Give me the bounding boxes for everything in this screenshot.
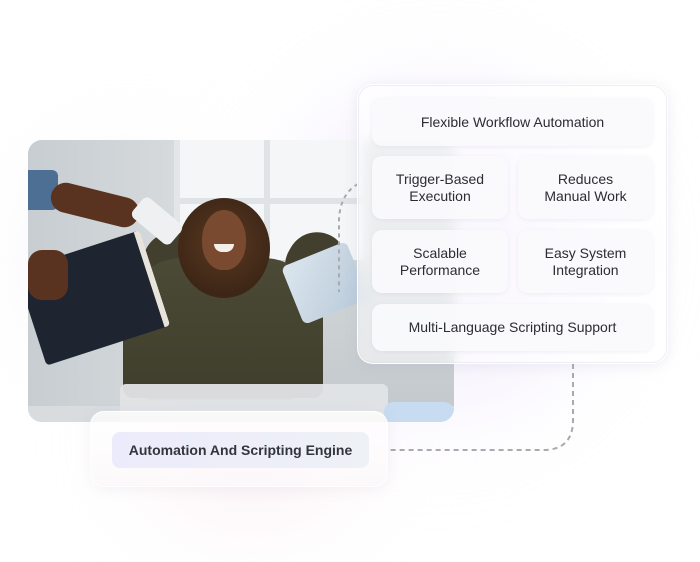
engine-label-text: Automation And Scripting Engine [128, 442, 353, 458]
feature-card-trigger-based-execution: Trigger-Based Execution [372, 156, 508, 219]
feature-card-label: Multi-Language Scripting Support [408, 319, 617, 335]
feature-card-label: Reduces Manual Work [544, 170, 627, 204]
feature-card-label: Scalable Performance [399, 244, 481, 278]
feature-card-scalable-performance: Scalable Performance [372, 230, 508, 293]
engine-label-container: Automation And Scripting Engine [90, 411, 388, 487]
feature-card-label: Trigger-Based Execution [395, 170, 485, 204]
feature-card-label: Flexible Workflow Automation [420, 113, 605, 130]
feature-card-easy-system-integration: Easy System Integration [518, 230, 653, 293]
feature-card-multi-language-scripting-support: Multi-Language Scripting Support [372, 304, 653, 351]
feature-card-flexible-workflow-automation: Flexible Workflow Automation [372, 98, 653, 146]
engine-label: Automation And Scripting Engine [112, 432, 369, 468]
feature-card-label: Easy System Integration [544, 244, 627, 278]
photo-hand [28, 250, 68, 300]
feature-card-reduces-manual-work: Reduces Manual Work [518, 156, 653, 219]
features-panel: Flexible Workflow Automation Trigger-Bas… [357, 84, 668, 364]
photo-person-face [202, 210, 246, 270]
